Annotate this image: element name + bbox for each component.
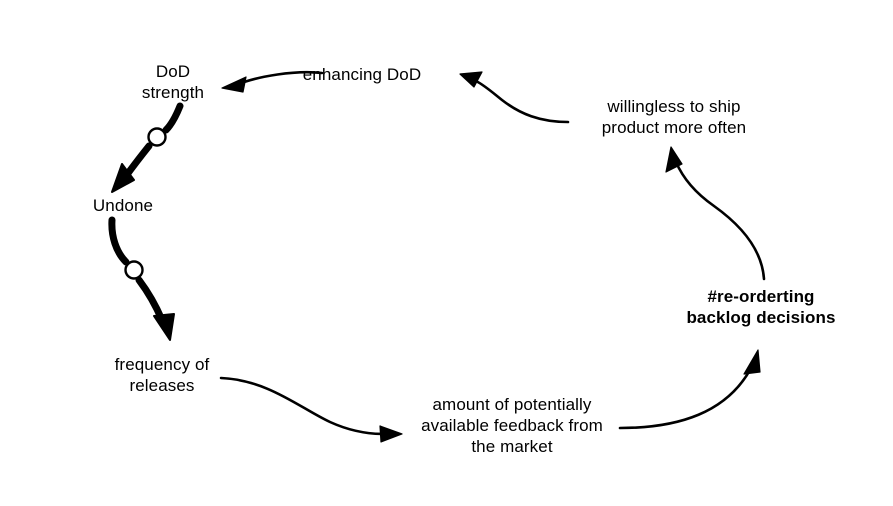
link-dod-strength-to-undone bbox=[111, 102, 184, 193]
link-line bbox=[618, 368, 752, 430]
arrowhead bbox=[379, 425, 403, 443]
link-willingless-to-enhancing bbox=[459, 71, 570, 124]
link-line-lower bbox=[122, 142, 153, 180]
link-line-upper bbox=[162, 102, 184, 134]
polarity-undone-frequency bbox=[124, 260, 144, 280]
link-line-lower bbox=[135, 276, 166, 324]
link-reordering-to-willingless bbox=[665, 146, 766, 281]
polarity-circle-o bbox=[147, 127, 167, 147]
arrowhead bbox=[459, 71, 483, 88]
polarity-circle-o bbox=[124, 260, 144, 280]
arrowhead bbox=[743, 349, 761, 375]
link-feedback-to-reordering bbox=[618, 349, 761, 430]
node-label-undone: Undone bbox=[92, 196, 154, 215]
arrowhead bbox=[665, 146, 683, 173]
arrowhead bbox=[111, 163, 135, 193]
node-label-amount-feedback: amount of potentially available feedback… bbox=[421, 395, 603, 456]
arrowhead bbox=[153, 313, 175, 341]
link-line bbox=[674, 160, 766, 281]
link-undone-to-frequency bbox=[108, 216, 175, 341]
link-line bbox=[219, 376, 386, 436]
node-label-willingless-to-ship: willingless to ship product more often bbox=[601, 97, 747, 137]
arrowhead bbox=[221, 76, 247, 93]
polarity-dod-undone bbox=[147, 127, 167, 147]
node-label-enhancing-dod: enhancing DoD bbox=[302, 65, 422, 84]
node-label-dod-strength: DoD strength bbox=[141, 62, 205, 102]
link-enhancing-to-dod-strength bbox=[221, 70, 324, 93]
link-line-upper bbox=[108, 216, 130, 266]
link-line bbox=[474, 79, 570, 124]
link-frequency-to-feedback bbox=[219, 376, 403, 443]
node-label-frequency-of-releases: frequency of releases bbox=[114, 355, 210, 395]
node-label-re-orderting-backlog: #re-orderting backlog decisions bbox=[686, 287, 836, 327]
